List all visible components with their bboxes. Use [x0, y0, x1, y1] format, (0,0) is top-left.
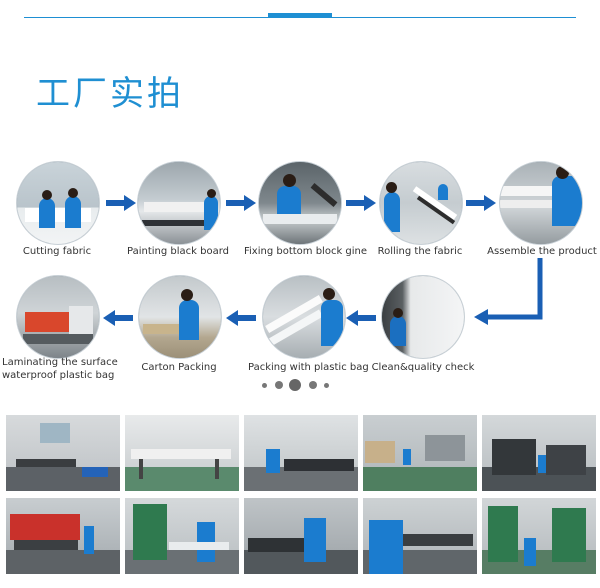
header-accent-bar: [268, 13, 332, 17]
arrow-down-left-icon: [474, 258, 543, 325]
process-photo-carton-packing: [138, 275, 222, 359]
arrow-right-icon: [346, 195, 376, 211]
header-divider: [24, 17, 576, 18]
carousel-dot[interactable]: [262, 383, 267, 388]
factory-photo-fabric-cutting: [244, 498, 358, 574]
process-label: Clean&quality check: [371, 362, 475, 373]
process-photo-cutting-fabric: [16, 161, 100, 245]
process-label: Carton Packing: [141, 362, 217, 373]
process-label: Rolling the fabric: [377, 246, 463, 257]
arrow-left-icon: [226, 310, 256, 326]
page-title: 工厂实拍: [36, 74, 184, 114]
process-label: Cutting fabric: [22, 246, 92, 257]
factory-photo-punch-press-machines: [482, 498, 596, 574]
carousel-dot-active[interactable]: [289, 379, 301, 391]
carousel-dot[interactable]: [309, 381, 317, 389]
process-label-line: waterproof plastic bag: [2, 370, 115, 381]
process-photo-fixing-block: [258, 161, 342, 245]
factory-photo-workers-assembling: [244, 415, 358, 491]
factory-photo-machine-room: [482, 415, 596, 491]
process-photo-rolling-fabric: [379, 161, 463, 245]
process-label: Painting black board: [127, 246, 229, 257]
factory-photo-worker-inspecting: [363, 498, 477, 574]
arrow-right-icon: [226, 195, 256, 211]
process-label: Packing with plastic bag: [248, 362, 369, 373]
carousel-dot[interactable]: [324, 383, 329, 388]
arrow-left-icon: [346, 310, 376, 326]
factory-photo-workshop-tables: [125, 415, 239, 491]
process-label-line: Laminating the surface: [2, 357, 118, 368]
process-label-laminating: Laminating the surface waterproof plasti…: [2, 356, 118, 382]
factory-photo-punch-press-worker: [125, 498, 239, 574]
process-photo-packing-bag: [262, 275, 346, 359]
arrow-right-icon: [466, 195, 496, 211]
factory-photo-press-brake-machine: [6, 498, 120, 574]
process-photo-assemble: [499, 161, 583, 245]
factory-photo-warehouse-aisle: [363, 415, 477, 491]
arrow-left-icon: [103, 310, 133, 326]
factory-photo-workshop-floor: [6, 415, 120, 491]
process-label: Assemble the product: [487, 246, 597, 257]
process-photo-quality-check: [381, 275, 465, 359]
arrow-right-icon: [106, 195, 136, 211]
process-photo-laminating: [16, 275, 100, 359]
process-photo-painting-board: [137, 161, 221, 245]
process-label: Fixing bottom block gine: [244, 246, 368, 257]
carousel-dot[interactable]: [275, 381, 283, 389]
